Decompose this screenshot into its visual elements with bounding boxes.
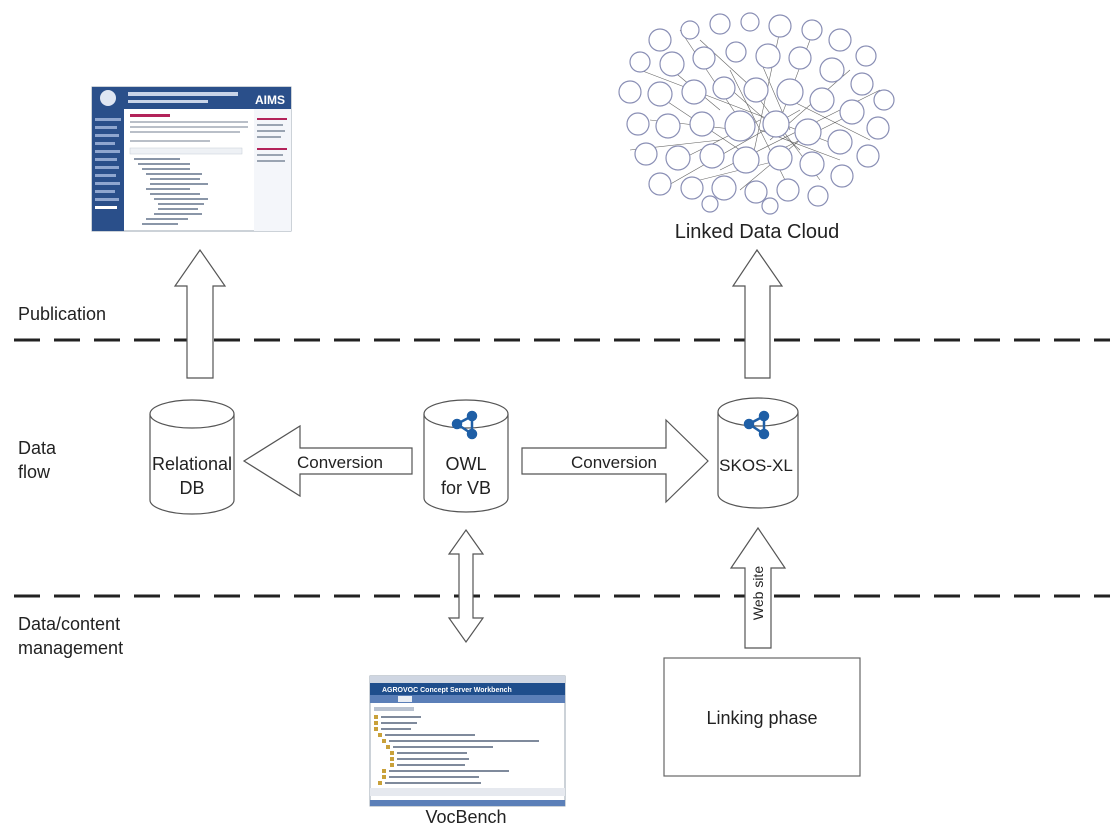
skos-xl-label: SKOS-XL [719, 456, 793, 475]
arrow-conversion-right [521, 418, 709, 504]
network-icon [451, 410, 478, 440]
owl-label-line2: for VB [441, 478, 491, 498]
relational-db-label-line2: DB [179, 478, 204, 498]
arrow-web-site [729, 526, 787, 649]
label-conversion-right: Conversion [571, 453, 657, 472]
layer-label-publication: Publication [18, 304, 107, 324]
caption-vocbench: VocBench [425, 807, 506, 827]
arrow-up-to-website [173, 248, 227, 379]
layer-label-management-line2: management [18, 638, 124, 658]
arrow-bidirectional-vocbench [447, 528, 485, 644]
linking-phase-label: Linking phase [706, 708, 817, 728]
network-icon [743, 410, 770, 440]
label-web-site: Web site [750, 566, 766, 620]
layer-label-data-flow-line1: Data [18, 438, 57, 458]
layer-label-data-flow-line2: flow [18, 462, 51, 482]
vocbench-thumbnail: AGROVOC Concept Server Workbench [369, 675, 566, 807]
arrow-conversion-left [242, 424, 413, 498]
owl-for-vb-cylinder [423, 399, 509, 513]
aims-website-thumbnail: AIMS [91, 86, 292, 232]
vocbench-title: AGROVOC Concept Server Workbench [382, 687, 512, 694]
relational-db-label-line1: Relational [152, 454, 232, 474]
linked-data-cloud-nodes [618, 12, 895, 215]
caption-linked-data-cloud: Linked Data Cloud [675, 221, 840, 243]
skos-xl-cylinder [717, 397, 799, 509]
layer-label-management-line1: Data/content [18, 614, 121, 634]
linking-phase-box [663, 657, 861, 777]
aims-logo-text: AIMS [255, 93, 285, 107]
owl-label-line1: OWL [445, 454, 486, 474]
relational-db-cylinder [149, 399, 235, 515]
arrow-up-to-cloud [731, 248, 784, 379]
label-conversion-left: Conversion [297, 453, 383, 472]
